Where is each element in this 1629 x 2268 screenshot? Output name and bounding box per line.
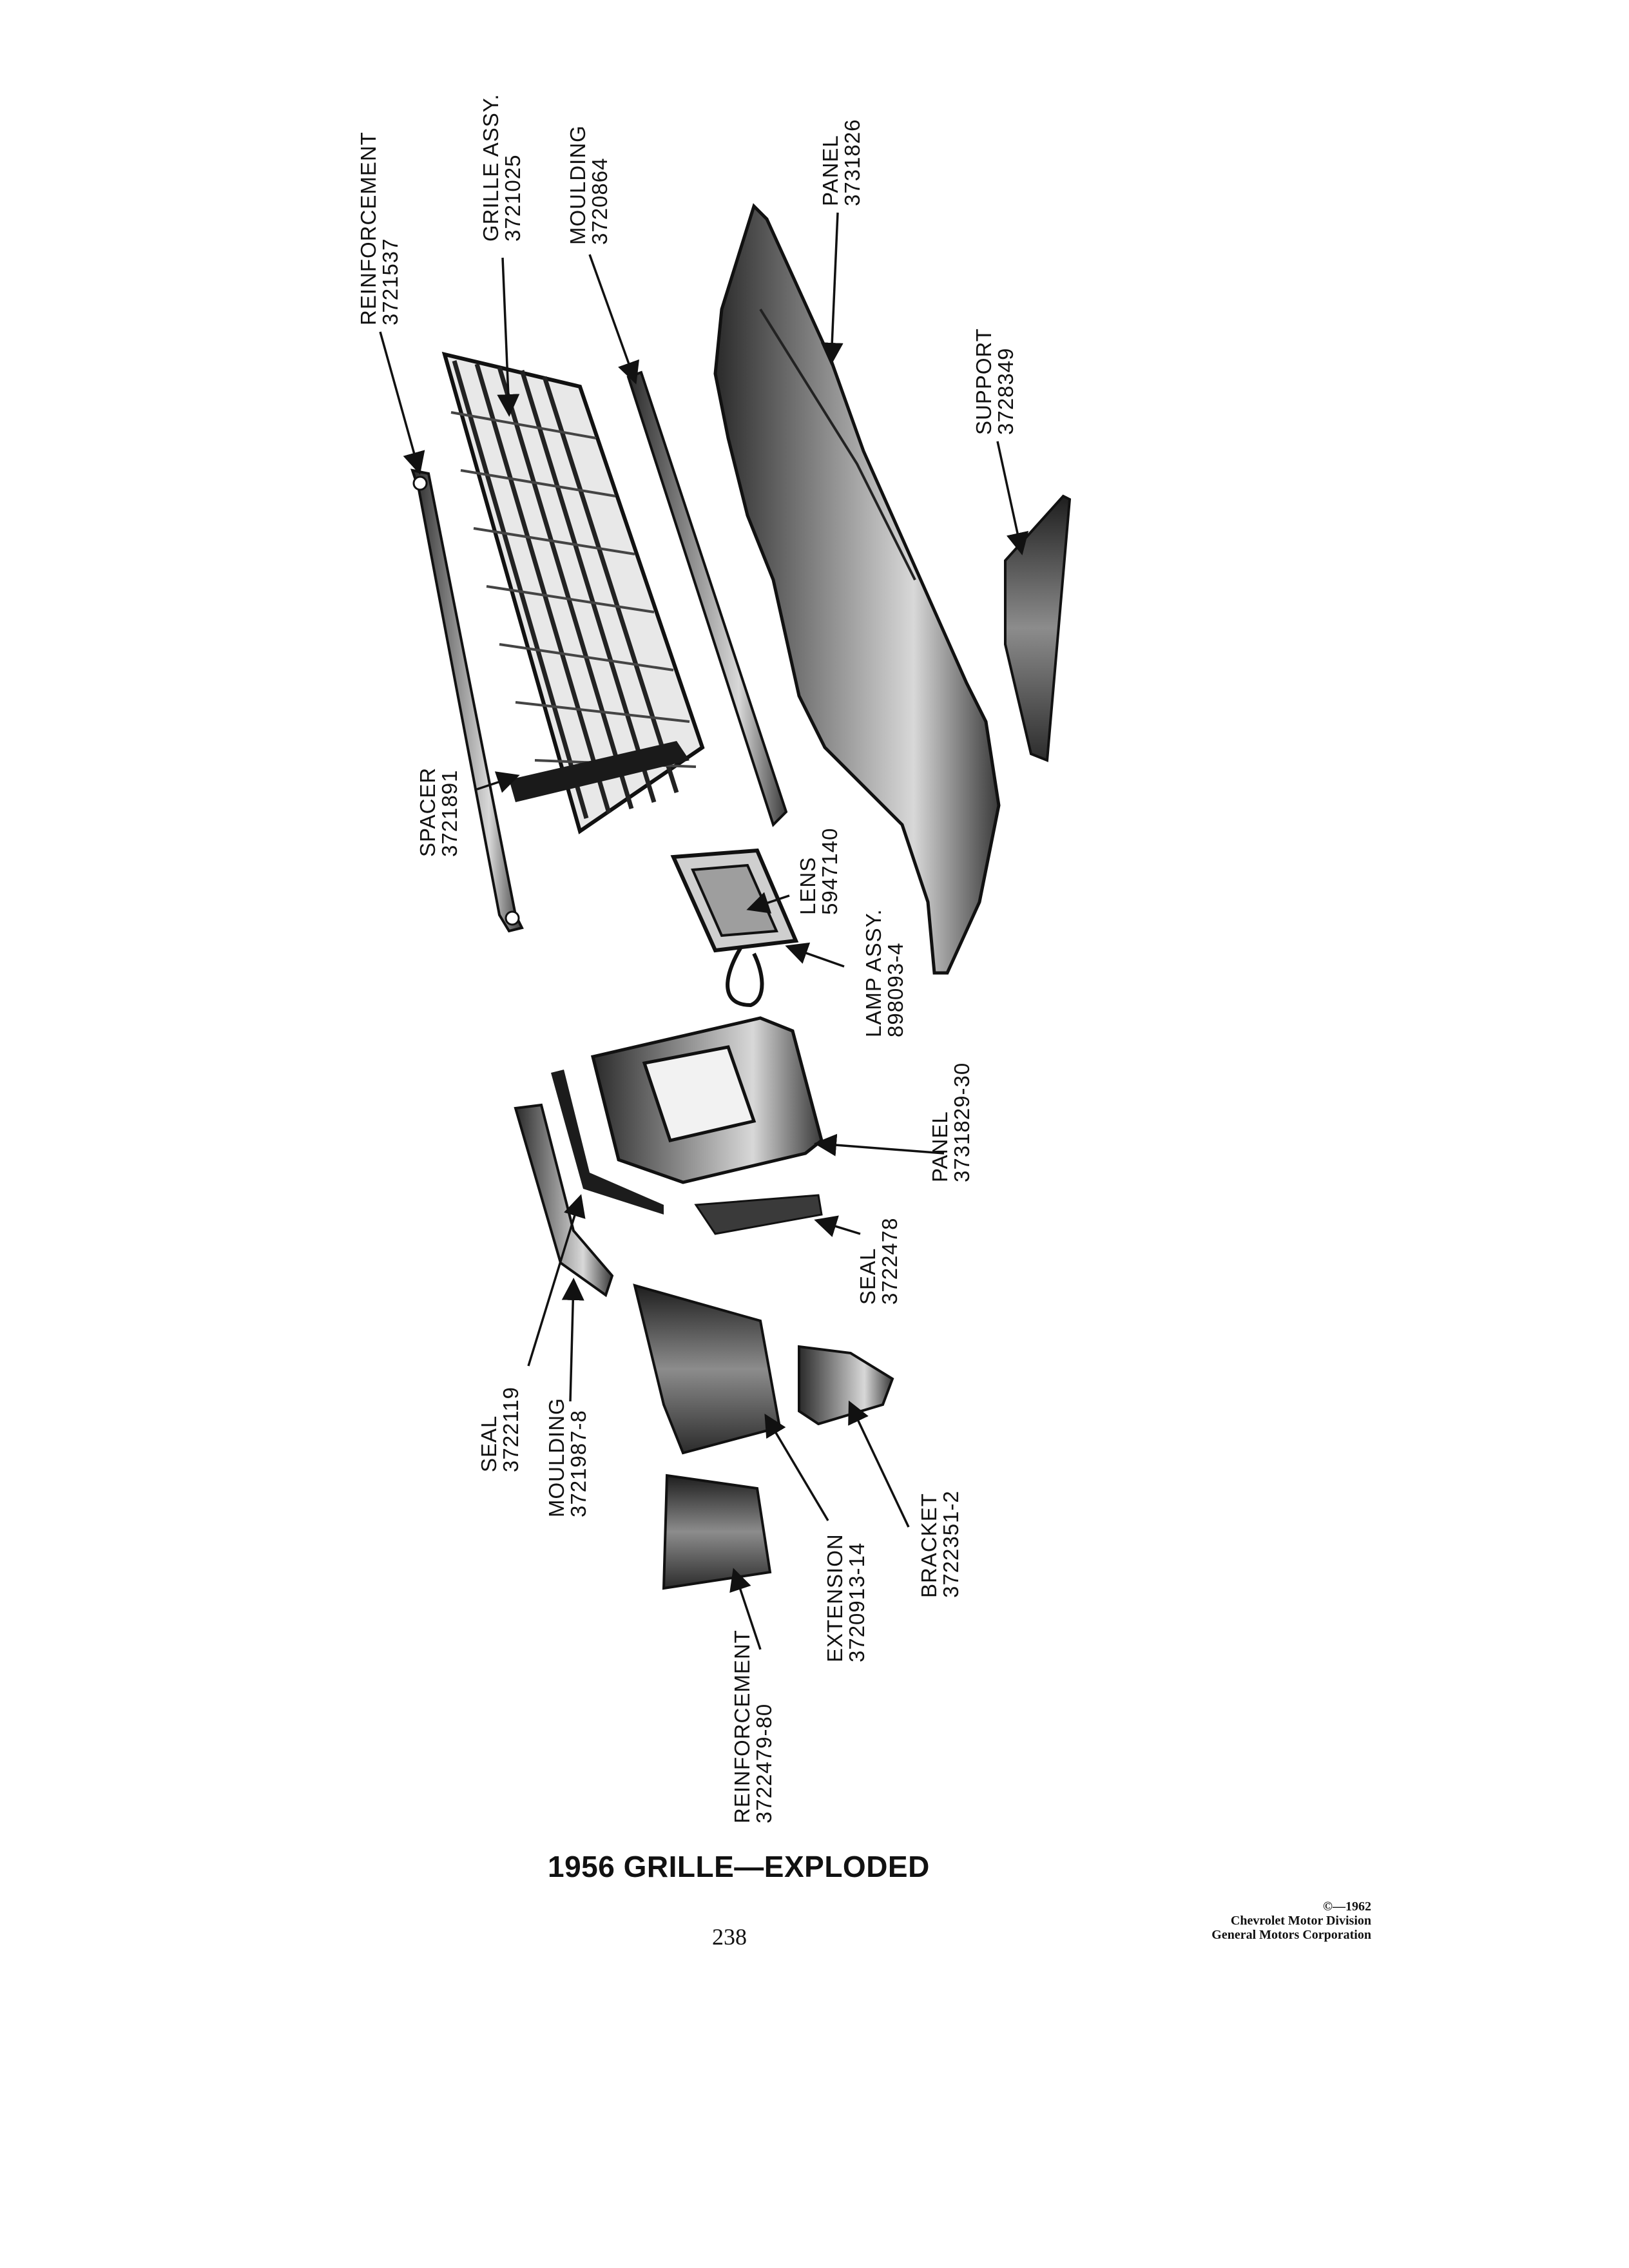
svg-text:3722479-80: 3722479-80 xyxy=(752,1704,776,1823)
callout-moulding-left: MOULDING 3721987-8 xyxy=(545,1398,590,1517)
svg-text:3731826: 3731826 xyxy=(840,119,864,206)
panel-crease-line xyxy=(759,308,916,581)
extension-part xyxy=(633,1283,782,1455)
svg-text:LAMP ASSY.: LAMP ASSY. xyxy=(862,908,885,1037)
svg-text:3722351-2: 3722351-2 xyxy=(939,1490,963,1598)
callout-lamp-assy: LAMP ASSY. 898093-4 xyxy=(862,908,907,1037)
callout-extension: EXTENSION 3720913-14 xyxy=(823,1533,869,1662)
svg-text:3721987-8: 3721987-8 xyxy=(566,1410,590,1517)
support-part xyxy=(1004,494,1072,762)
lamp-assembly-part xyxy=(670,848,799,1008)
svg-text:3721891: 3721891 xyxy=(438,770,461,857)
callout-spacer: SPACER 3721891 xyxy=(416,767,461,857)
callout-panel-mid: PANEL 3731829-30 xyxy=(928,1062,974,1182)
svg-text:898093-4: 898093-4 xyxy=(883,943,907,1037)
callout-seal-left: SEAL 3722119 xyxy=(477,1387,523,1472)
svg-text:3721025: 3721025 xyxy=(501,155,525,242)
svg-text:MOULDING: MOULDING xyxy=(545,1398,568,1517)
copyright-notice: ©—1962 Chevrolet Motor Division General … xyxy=(1211,1899,1371,1942)
svg-text:3720913-14: 3720913-14 xyxy=(845,1542,869,1662)
svg-text:PANEL: PANEL xyxy=(818,135,842,206)
svg-text:SEAL: SEAL xyxy=(477,1416,501,1472)
seal-strip-mid-part xyxy=(694,1194,823,1235)
svg-text:SUPPORT: SUPPORT xyxy=(972,328,996,435)
svg-text:3721537: 3721537 xyxy=(378,238,402,325)
svg-text:SEAL: SEAL xyxy=(856,1248,880,1305)
seal-moulding-left-part xyxy=(514,1070,664,1298)
callout-panel-top: PANEL 3731826 xyxy=(818,119,864,206)
svg-text:BRACKET: BRACKET xyxy=(917,1493,941,1598)
leader-lines xyxy=(379,212,1029,1650)
svg-text:GRILLE ASSY.: GRILLE ASSY. xyxy=(479,93,503,242)
copyright-division: Chevrolet Motor Division xyxy=(1230,1914,1371,1928)
svg-text:3720864: 3720864 xyxy=(588,158,612,245)
copyright-year: ©—1962 xyxy=(1323,1899,1371,1914)
headlamp-panel-part xyxy=(590,1016,824,1184)
grille-assembly-part xyxy=(441,351,705,834)
callout-seal-mid: SEAL 3722478 xyxy=(856,1218,901,1305)
svg-text:PANEL: PANEL xyxy=(928,1111,952,1182)
svg-text:3728349: 3728349 xyxy=(994,348,1017,435)
svg-text:3722119: 3722119 xyxy=(499,1387,523,1472)
svg-text:5947140: 5947140 xyxy=(818,828,842,915)
copyright-corporation: General Motors Corporation xyxy=(1211,1928,1371,1942)
svg-text:REINFORCEMENT: REINFORCEMENT xyxy=(730,1629,754,1823)
callout-reinforcement-top: REINFORCEMENT 3721537 xyxy=(356,131,402,325)
reinforcement-bar-part xyxy=(410,468,524,933)
svg-text:SPACER: SPACER xyxy=(416,767,439,857)
svg-text:3731829-30: 3731829-30 xyxy=(950,1062,974,1182)
page-number: 238 xyxy=(712,1924,747,1950)
callout-bracket: BRACKET 3722351-2 xyxy=(917,1490,963,1598)
bracket-part xyxy=(798,1345,894,1426)
svg-text:3722478: 3722478 xyxy=(878,1218,901,1305)
callout-moulding-top: MOULDING 3720864 xyxy=(566,125,612,245)
svg-text:LENS: LENS xyxy=(796,857,820,915)
callout-grille-assy: GRILLE ASSY. 3721025 xyxy=(479,93,525,242)
callout-lens: LENS 5947140 xyxy=(796,828,842,915)
callout-reinforcement-bottom: REINFORCEMENT 3722479-80 xyxy=(730,1629,776,1823)
figure-title: 1956 GRILLE—EXPLODED xyxy=(548,1850,930,1883)
fender-panel-part xyxy=(713,203,1001,975)
reinforcement-plate-part xyxy=(662,1474,772,1590)
svg-text:MOULDING: MOULDING xyxy=(566,125,590,245)
svg-text:REINFORCEMENT: REINFORCEMENT xyxy=(356,131,380,325)
callout-support: SUPPORT 3728349 xyxy=(972,328,1017,435)
svg-text:EXTENSION: EXTENSION xyxy=(823,1533,847,1662)
